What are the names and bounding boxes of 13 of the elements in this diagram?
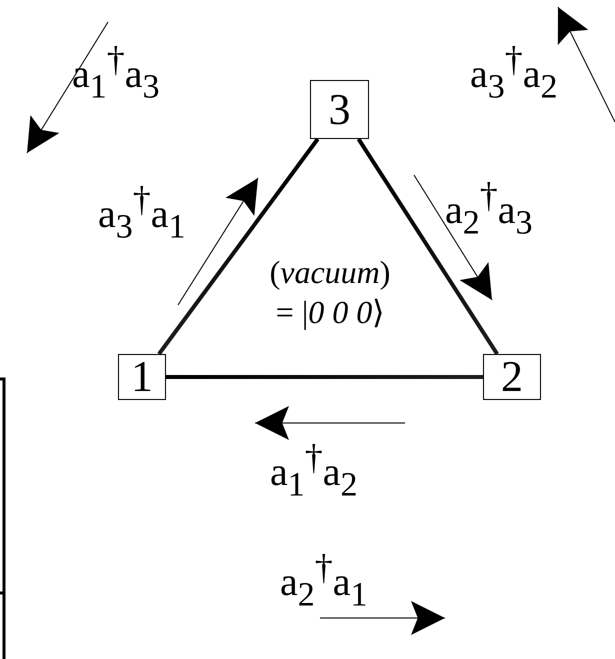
state-label: (vacuum) = |0 0 0⟩ — [268, 253, 392, 332]
vertex-box: 3 — [310, 80, 369, 139]
operator-label: a$_{2}$$^{†}$a$_{3}$ — [445, 176, 533, 242]
vertex-box: 2 — [483, 354, 541, 400]
vertex-box: 1 — [118, 354, 166, 400]
operator-label: a$_{1}$$^{†}$a$_{3}$ — [72, 40, 160, 106]
connector-line — [356, 138, 499, 356]
connector-line — [166, 375, 483, 379]
operator-label: a$_{2}$$^{†}$a$_{1}$ — [280, 548, 368, 614]
operator-label: a$_{3}$$^{†}$a$_{2}$ — [470, 40, 558, 106]
operator-label: a$_{1}$$^{†}$a$_{2}$ — [270, 438, 358, 504]
connector-line — [157, 138, 320, 356]
operator-label: a$_{3}$$^{†}$a$_{1}$ — [98, 180, 186, 246]
